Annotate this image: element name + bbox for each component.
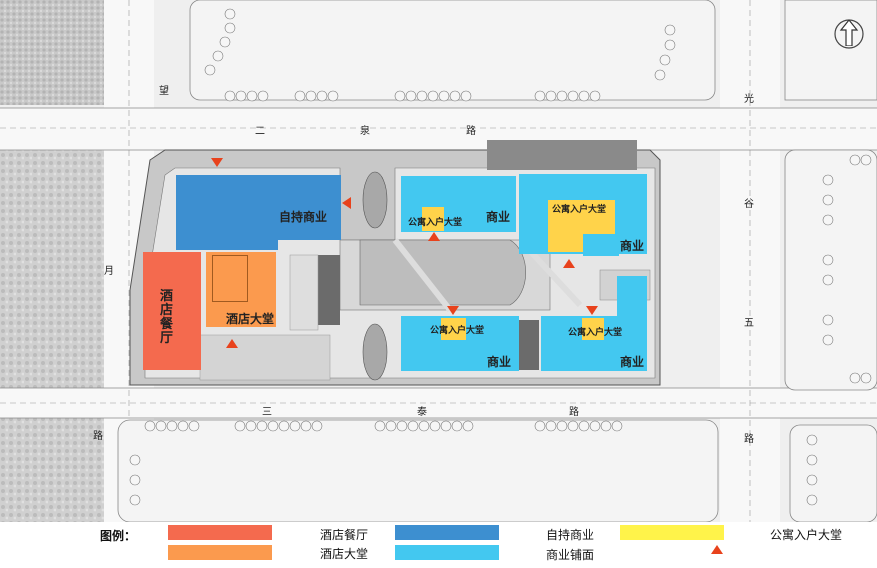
label-self-owned-commercial: 自持商业: [279, 210, 328, 224]
legend-label-hotel-restaurant: 酒店餐厅: [320, 528, 369, 542]
road-south-char-3: 路: [569, 407, 579, 418]
road-north-char-1: 二: [255, 126, 265, 137]
zone-apt-lobby-4: [582, 318, 604, 340]
legend-swatch-self-owned-commercial: [395, 525, 499, 540]
label-commercial-2: 商业: [620, 239, 645, 253]
zone-hotel-lobby: [206, 252, 276, 327]
legend-label-hotel-lobby: 酒店大堂: [320, 547, 369, 561]
label-apt-lobby-2: 公寓入户大堂: [552, 205, 607, 215]
north-arrow-icon: [839, 20, 859, 46]
entrance-marker-icon: [211, 158, 223, 167]
label-commercial-4: 商业: [620, 355, 645, 369]
label-commercial-3: 商业: [487, 355, 512, 369]
zone-self-owned-commercial: [276, 175, 341, 240]
entrance-marker-icon: [226, 339, 238, 348]
zone-hotel-restaurant: [143, 252, 201, 370]
road-east-char-2: 谷: [744, 199, 754, 210]
entrance-marker-icon: [428, 232, 440, 241]
road-east-char-1: 光: [744, 94, 754, 105]
legend: 图例： 酒店餐厅 自持商业 公寓入户大堂 酒店大堂 商业铺面: [0, 522, 877, 568]
label-apt-lobby-1: 公寓入户大堂: [408, 218, 463, 228]
zone-commercial-1: [401, 176, 516, 232]
legend-swatch-commercial-shops: [395, 545, 499, 560]
entrance-marker-icon: [447, 306, 459, 315]
site-plan-map: 自持商业 商业 商业 商业 商业 公寓入户大堂 公寓入户大堂 公寓入户大堂 公寓…: [0, 0, 877, 522]
zone-commercial-edge: [617, 276, 647, 321]
label-apt-lobby-3: 公寓入户大堂: [430, 326, 485, 336]
road-south-char-2: 泰: [417, 407, 427, 418]
road-west-char-2: 月: [104, 266, 114, 277]
entrance-marker-icon: [342, 197, 351, 209]
road-south-char-1: 三: [262, 407, 272, 418]
legend-label-apt-lobby: 公寓入户大堂: [770, 528, 843, 542]
legend-label-self-owned-commercial: 自持商业: [546, 528, 595, 542]
road-west-char-1: 望: [159, 86, 169, 97]
road-east-char-3: 五: [744, 318, 754, 329]
zone-apt-lobby-2-notch: [583, 234, 619, 256]
label-hotel-lobby: 酒店大堂: [226, 312, 275, 326]
hotel-lobby-inner-outline: [212, 255, 248, 302]
legend-swatch-apt-lobby: [620, 525, 724, 540]
road-north-char-2: 泉: [360, 126, 370, 137]
label-apt-lobby-4: 公寓入户大堂: [568, 328, 623, 338]
legend-entrance-marker-icon: [711, 545, 723, 554]
label-hotel-restaurant: 酒店餐厅: [160, 289, 174, 346]
legend-label-commercial-shops: 商业铺面: [546, 548, 595, 562]
legend-title: 图例：: [100, 529, 137, 543]
road-east-char-4: 路: [744, 434, 754, 445]
road-west-char-3: 路: [93, 431, 103, 442]
zone-self-owned-commercial-step: [250, 230, 278, 250]
road-north-char-3: 路: [466, 126, 476, 137]
entrance-marker-icon: [563, 259, 575, 268]
label-commercial-1: 商业: [486, 210, 511, 224]
entrance-marker-icon: [586, 306, 598, 315]
legend-swatch-hotel-restaurant: [168, 525, 272, 540]
zone-apt-lobby-3: [441, 318, 466, 340]
legend-swatch-hotel-lobby: [168, 545, 272, 560]
zone-apt-lobby-1: [422, 207, 444, 231]
